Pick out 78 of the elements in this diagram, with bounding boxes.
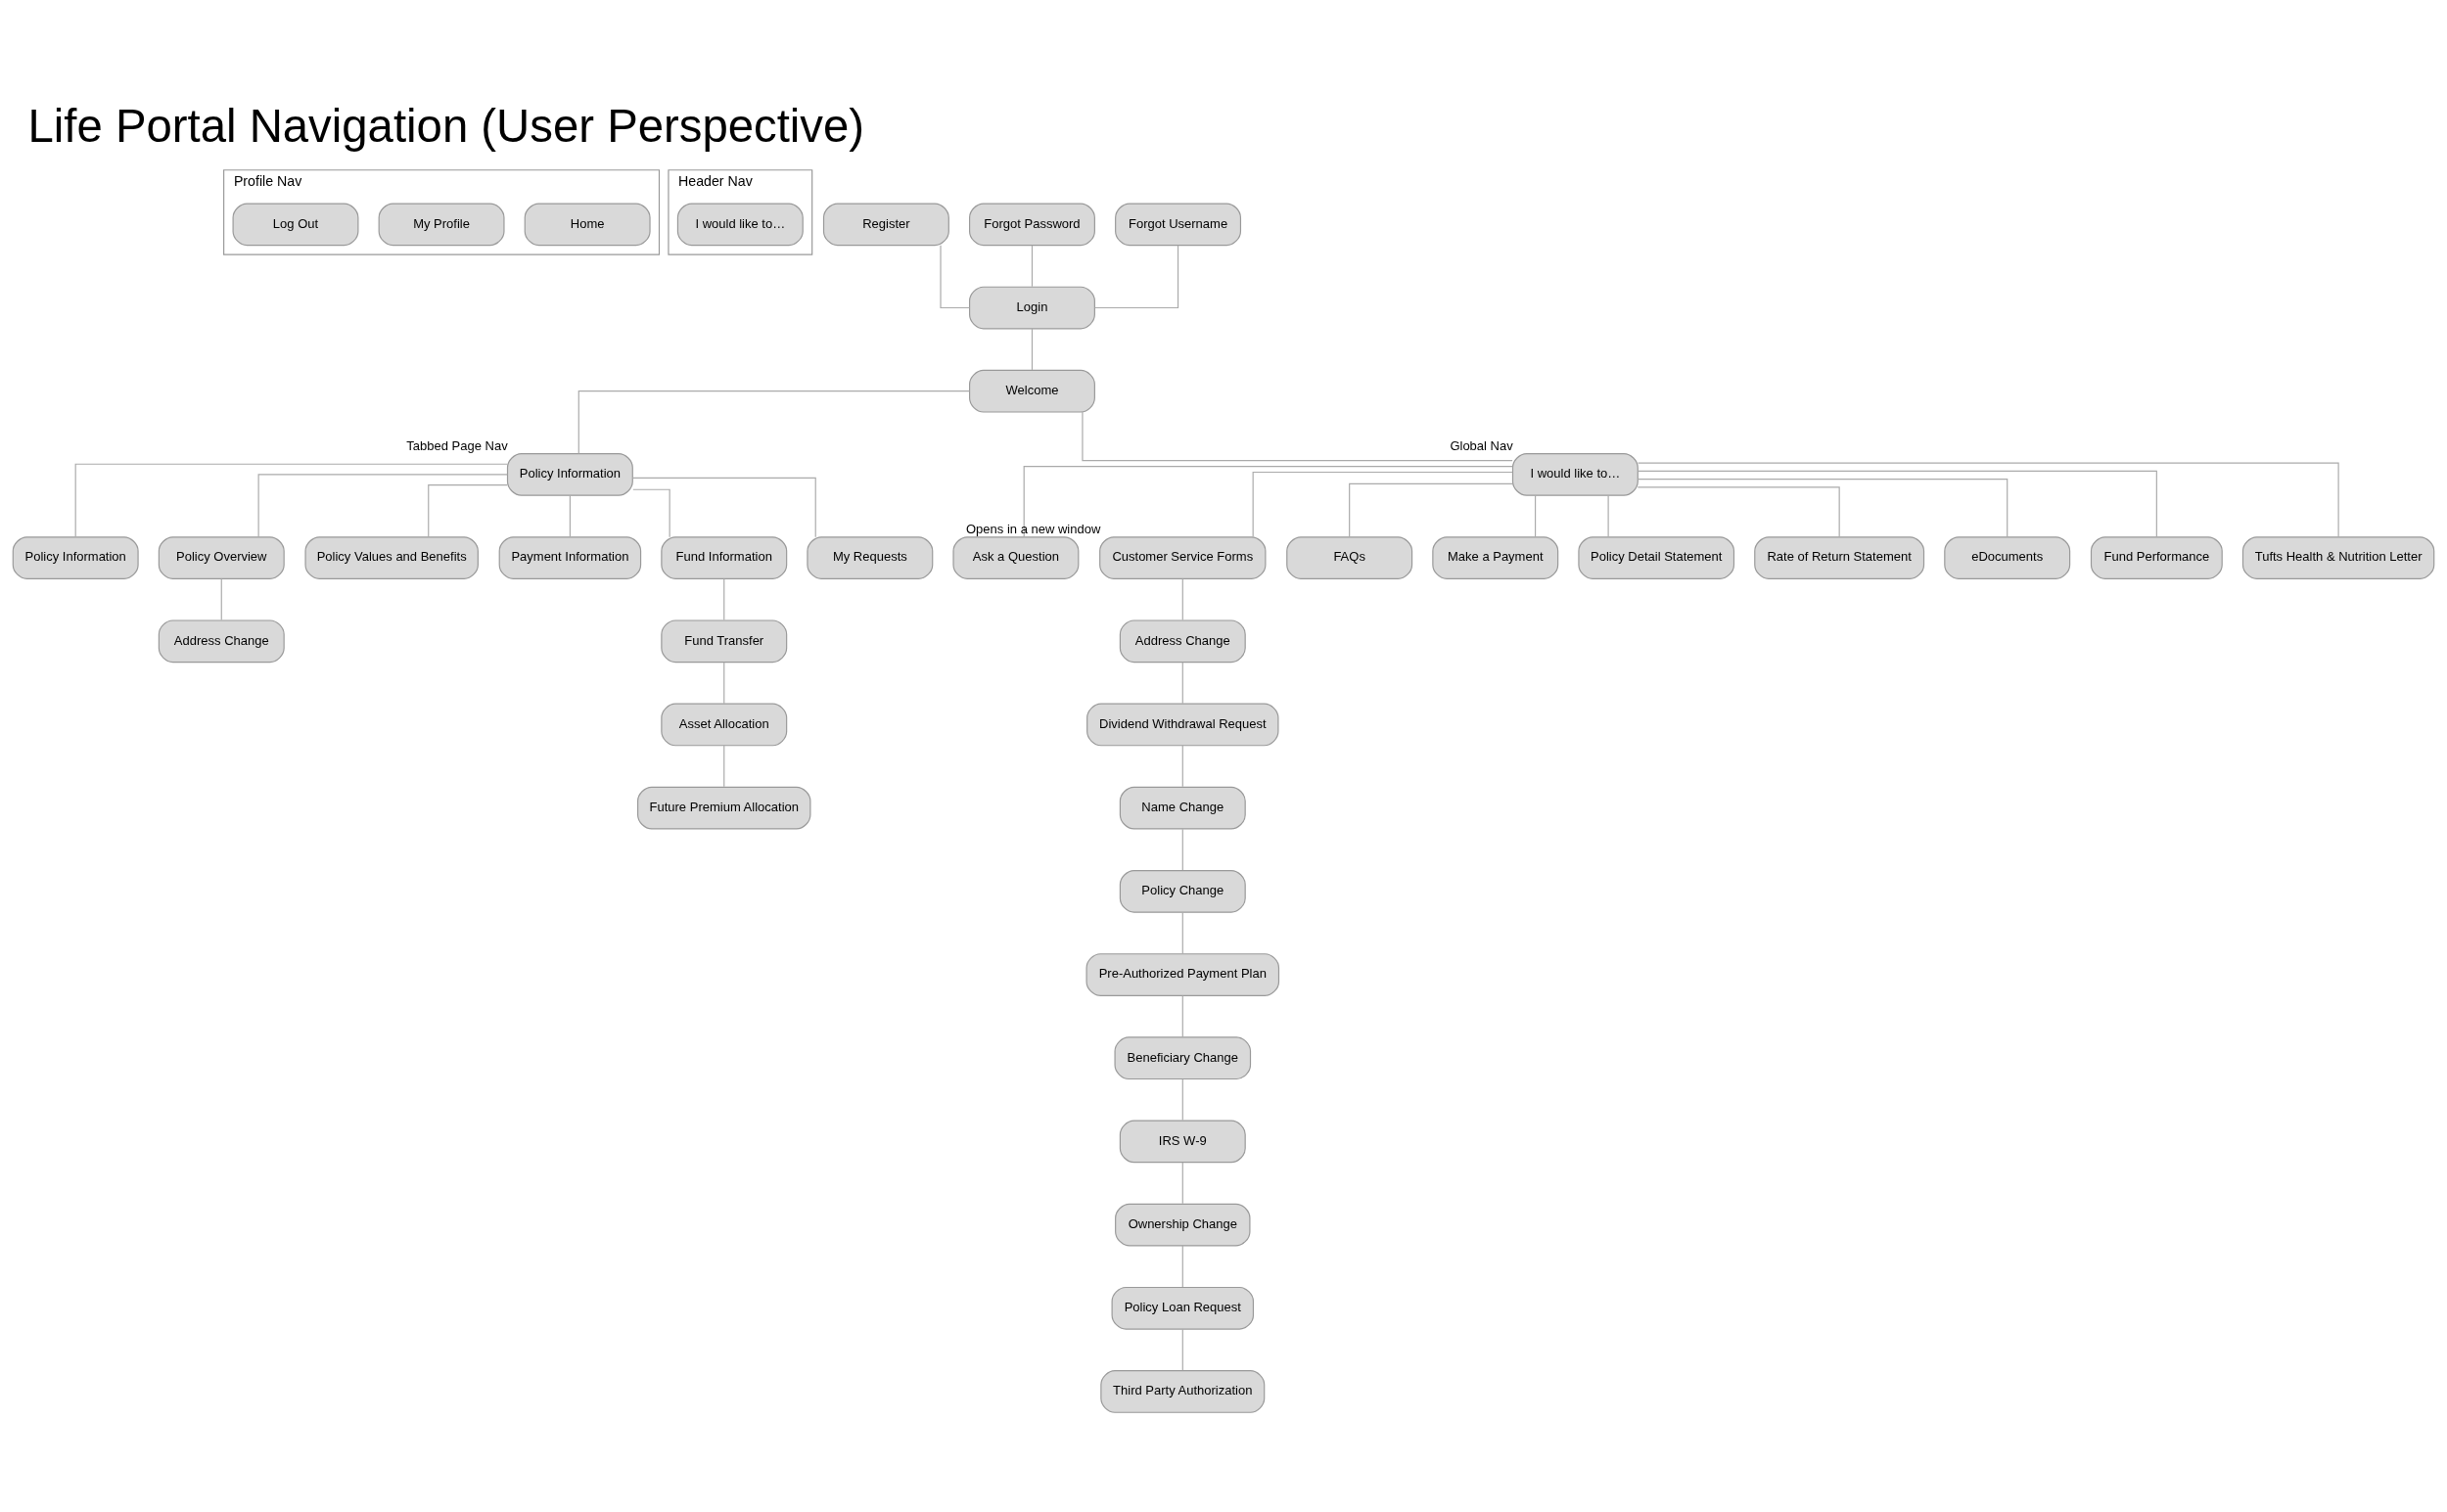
node-label: Global Nav (1450, 437, 1513, 453)
node-label: Opens in a new window (966, 521, 1101, 536)
diagram-title: Life Portal Navigation (User Perspective) (27, 99, 865, 152)
node-box: Fund Transfer (661, 619, 788, 663)
node-box: Pre-Authorized Payment Plan (1085, 952, 1280, 996)
node-box: Asset Allocation (661, 703, 788, 746)
node-box: Policy Detail Statement (1578, 535, 1735, 579)
connector (257, 473, 508, 537)
connector (1023, 465, 1513, 537)
node-box: Beneficiary Change (1114, 1035, 1252, 1079)
node-box: Third Party Authorization (1100, 1369, 1266, 1413)
node-box: Fund Performance (2090, 535, 2223, 579)
connector (1181, 661, 1183, 704)
node-box: Address Change (1119, 619, 1246, 663)
connector (723, 744, 725, 787)
connector (1607, 494, 1609, 537)
connector (1181, 1328, 1183, 1371)
node-label: Tabbed Page Nav (406, 437, 508, 453)
connector (631, 477, 816, 537)
connector (723, 577, 725, 620)
connector (1181, 1077, 1183, 1121)
connector (1637, 462, 2339, 537)
connector (1181, 1161, 1183, 1204)
node-box: Make a Payment (1432, 535, 1559, 579)
connector (1637, 478, 2008, 537)
node-box: Tufts Health & Nutrition Letter (2241, 535, 2435, 579)
node-box: Fund Information (661, 535, 788, 579)
node-box: Address Change (158, 619, 285, 663)
node-box: Policy Loan Request (1111, 1286, 1255, 1330)
node-box: Policy Information (12, 535, 139, 579)
connector (723, 661, 725, 704)
connector (569, 494, 571, 537)
node-box: Forgot Password (969, 202, 1095, 246)
node-box: Home (524, 202, 651, 246)
node-box: Rate of Return Statement (1754, 535, 1925, 579)
connector (1181, 828, 1183, 871)
node-box: Ownership Change (1115, 1203, 1251, 1246)
node-box: FAQs (1286, 535, 1413, 579)
node-box: Log Out (232, 202, 359, 246)
node-box: Forgot Username (1115, 202, 1242, 246)
node-box: Policy Overview (158, 535, 285, 579)
node-box: I would like to… (676, 202, 804, 246)
node-box: I would like to… (1511, 452, 1639, 496)
node-box: My Requests (807, 535, 934, 579)
node-box: Dividend Withdrawal Request (1086, 703, 1279, 746)
node-box: Customer Service Forms (1099, 535, 1267, 579)
node-box: Policy Change (1119, 869, 1246, 913)
node-box: Payment Information (498, 535, 642, 579)
node-box: Policy Values and Benefits (304, 535, 479, 579)
connector (1094, 244, 1179, 308)
node-box: eDocuments (1944, 535, 2071, 579)
connector (1181, 911, 1183, 954)
connector (1181, 744, 1183, 787)
connector (1031, 327, 1034, 370)
connector (1252, 471, 1513, 537)
connector (1181, 994, 1183, 1037)
connector (1181, 577, 1183, 620)
connector (1031, 244, 1034, 287)
node-box: Name Change (1119, 786, 1246, 830)
node-box: Policy Information (506, 452, 633, 496)
node-box: Ask a Question (952, 535, 1080, 579)
connector (632, 488, 670, 537)
node-box: Login (969, 286, 1095, 329)
connector (1082, 410, 1513, 461)
connector (1637, 485, 1840, 537)
connector (1349, 482, 1513, 537)
connector (220, 577, 222, 620)
node-box: Register (822, 202, 949, 246)
node-box: IRS W-9 (1119, 1120, 1246, 1163)
connector (1637, 470, 2157, 537)
node-box: Welcome (969, 369, 1095, 413)
connector (577, 389, 971, 454)
node-box: Future Premium Allocation (637, 786, 811, 830)
node-box: My Profile (378, 202, 505, 246)
connector (428, 483, 508, 537)
connector (1535, 494, 1537, 537)
connector (74, 463, 508, 537)
connector (1181, 1245, 1183, 1288)
